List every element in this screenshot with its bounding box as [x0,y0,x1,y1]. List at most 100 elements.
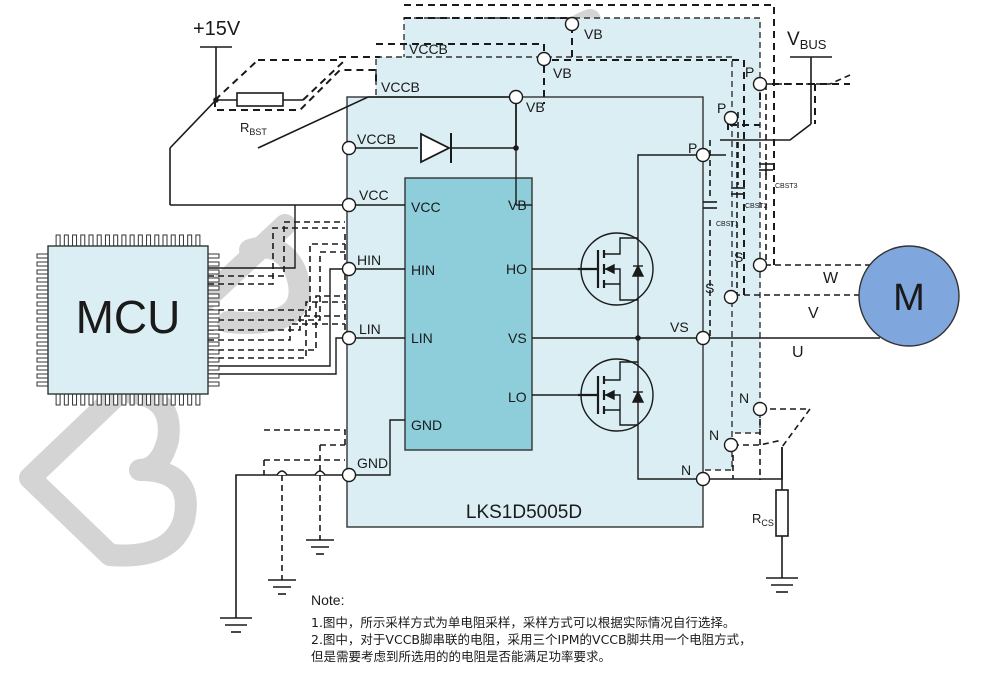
mcu-pin [88,393,94,406]
left-pin-wires [354,204,405,476]
right-pin-circles [695,76,768,487]
mcu-pin [207,349,220,355]
driver-label-ho: HO [506,261,527,277]
driver-label-vs: VS [508,330,527,346]
mcu-pin [121,234,127,247]
mcu-chip [36,234,220,406]
pin-label-gnd: GND [357,455,388,471]
mcu-pin [195,234,201,247]
mcu-pin [129,234,135,247]
mcu-pin [36,317,49,323]
mcu-pin [207,285,220,291]
mcu-pin [113,234,119,247]
notes-title: Note: [311,592,345,608]
mcu-pin [129,393,135,406]
mcu-pin [36,269,49,275]
pin-label-vccb-3: VCCB [409,41,448,57]
ground-crossover-arcs [276,470,326,476]
driver-label-lo: LO [508,389,527,405]
mcu-pin [113,393,119,406]
mcu-pin [36,261,49,267]
mcu-pin [207,365,220,371]
vbus-label: VBUS [787,29,827,52]
mcu-pin [36,349,49,355]
driver-label-hin: HIN [411,262,435,278]
low-side-mosfet [578,358,654,432]
mcu-pin [207,357,220,363]
mcu-pin [207,293,220,299]
mcu-pin [207,269,220,275]
mcu-pin [55,234,61,247]
gate-driver-block [404,177,533,451]
bootstrap-capacitors [703,163,773,209]
mcu-pin [146,234,152,247]
pin-label-n-2: N [709,427,719,443]
mcu-pin [170,234,176,247]
mcu-pin [162,234,168,247]
mcu-pin [178,393,184,406]
mcu-pin [121,393,127,406]
motor [858,245,960,347]
mcu-pin [80,393,86,406]
vb-node [513,145,519,151]
pin-label-s-2: S [705,280,714,296]
rcs-label: RCS [752,511,774,528]
right-bus-wires [710,56,880,593]
driver-label-vcc: VCC [411,199,441,215]
pin-label-vb-3: VB [584,26,603,42]
mcu-pin [36,365,49,371]
pin-label-n: N [681,462,691,478]
pin-label-vs: VS [670,319,689,335]
mcu-pin [207,253,220,259]
motor-label: M [893,277,925,319]
note-line-3: 但是需要考虑到所选用的的电阻是否能满足功率要求。 [311,649,612,664]
driver-label-vb: VB [508,197,527,213]
pin-label-lin: LIN [359,321,381,337]
power-stage-wires [532,154,703,480]
mcu-pin [154,393,160,406]
mcu-pin [207,333,220,339]
pin-label-s-3: S [734,249,743,265]
mcu-pin [170,393,176,406]
mcu-pin [178,234,184,247]
note-line-2: 2.图中，对于VCCB脚串联的电阻，采用三个IPM的VCCB脚共用一个电阻方式， [311,632,752,647]
mcu-pin [55,393,61,406]
ipm-name: LKS1D5005D [466,502,582,523]
cbst1-label: CBST1 [716,221,739,228]
cbst3-label: CBST3 [775,183,798,190]
pin-label-vccb-2: VCCB [381,79,420,95]
vs-node [635,335,641,341]
mcu-pin [36,333,49,339]
driver-label-lin: LIN [411,330,433,346]
mcu-pin [207,261,220,267]
pin-label-vccb: VCCB [357,131,396,147]
mcu-pin [195,393,201,406]
mcu-pin [104,234,110,247]
rbst-label: RBST [240,120,267,137]
driver-label-gnd: GND [411,417,442,433]
mcu-pin [104,393,110,406]
mcu-pin [36,253,49,259]
phase-label-u: U [792,344,804,361]
mcu-pin [154,234,160,247]
pin-label-vb-2: VB [553,65,572,81]
mcu-pin [96,393,102,406]
mcu-pin [137,393,143,406]
mcu-pin [36,277,49,283]
pin-label-hin: HIN [357,252,381,268]
mcu-pin [146,393,152,406]
mcu-dashed-wires [208,221,346,359]
pin-label-p: P [688,140,697,156]
mcu-pin [187,234,193,247]
bootstrap-diode [420,132,452,164]
mcu-pin [162,393,168,406]
mcu-pin [207,309,220,315]
mcu-pin [72,393,78,406]
mcu-pin [36,381,49,387]
mcu-pin [207,341,220,347]
mcu-pin [36,293,49,299]
mcu-pin [137,234,143,247]
mcu-pin [36,285,49,291]
mcu-pins [36,234,220,406]
